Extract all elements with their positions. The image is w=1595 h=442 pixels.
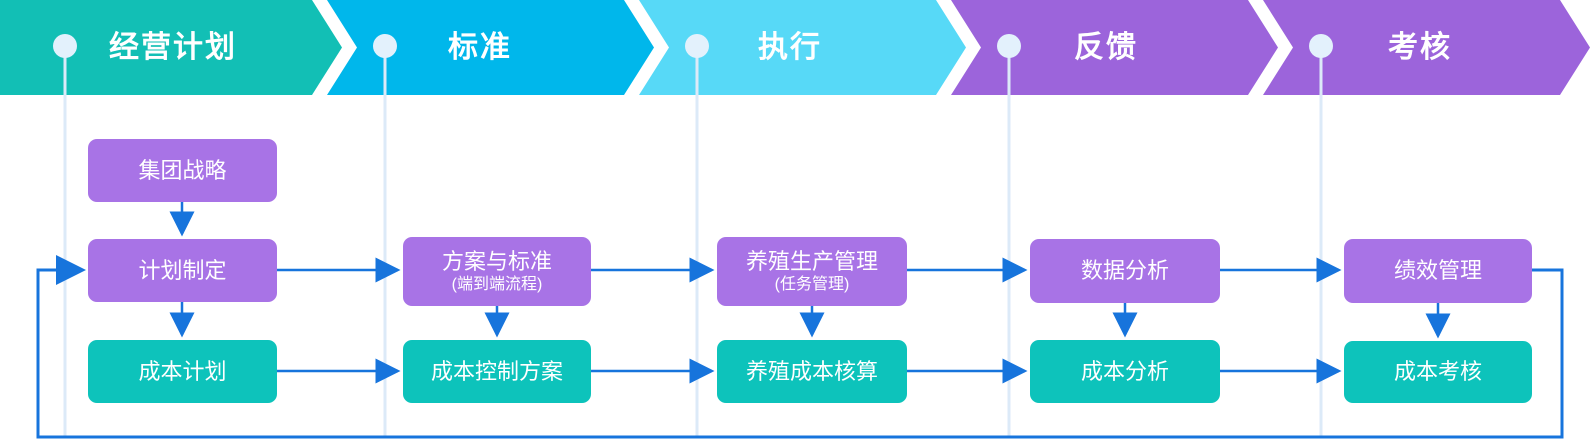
node-plan-formulation: 计划制定 xyxy=(88,239,277,302)
stage-dot-icon xyxy=(685,34,709,58)
stage-shape-standard xyxy=(327,0,654,95)
stage-shape-execution xyxy=(639,0,966,95)
node-cost-plan: 成本计划 xyxy=(88,340,277,403)
connector-feedback-loop xyxy=(36,255,1564,439)
stage-dot-icon xyxy=(53,34,77,58)
stage-label-standard: 标准 xyxy=(448,31,512,64)
node-label: 养殖生产管理 xyxy=(745,249,878,274)
node-label: 养殖成本核算 xyxy=(745,358,878,384)
node-sublabel: (任务管理) xyxy=(774,276,850,293)
node-label: 绩效管理 xyxy=(1393,258,1482,283)
node-group-strategy: 集团战略 xyxy=(88,139,277,202)
node-breeding-production-management: 养殖生产管理 (任务管理) xyxy=(717,237,907,306)
stage-label-feedback: 反馈 xyxy=(1074,31,1138,64)
node-cost-analysis: 成本分析 xyxy=(1030,340,1220,403)
node-label: 成本计划 xyxy=(138,358,227,384)
stage-label-business-plan: 经营计划 xyxy=(109,30,237,64)
node-cost-assessment: 成本考核 xyxy=(1344,341,1532,403)
node-label: 成本控制方案 xyxy=(430,358,563,384)
stage-dot-icon xyxy=(997,34,1021,58)
node-plan-and-standard: 方案与标准 (端到端流程) xyxy=(403,237,591,306)
stage-shape-feedback xyxy=(951,0,1278,95)
node-label: 集团战略 xyxy=(138,157,227,183)
node-label: 成本考核 xyxy=(1393,359,1482,384)
stage-dot-icon xyxy=(373,34,397,58)
stage-shape-assessment xyxy=(1263,0,1590,95)
node-label: 方案与标准 xyxy=(441,249,552,274)
node-performance-management: 绩效管理 xyxy=(1344,239,1532,303)
stage-shape-business-plan xyxy=(0,0,342,95)
node-data-analysis: 数据分析 xyxy=(1030,239,1220,303)
node-label: 计划制定 xyxy=(138,257,227,283)
stage-label-execution: 执行 xyxy=(758,31,822,64)
stage-label-assessment: 考核 xyxy=(1388,31,1452,64)
node-cost-control-plan: 成本控制方案 xyxy=(403,340,591,403)
node-label: 数据分析 xyxy=(1080,258,1169,283)
node-sublabel: (端到端流程) xyxy=(451,276,543,293)
node-label: 成本分析 xyxy=(1080,358,1169,384)
stage-dot-icon xyxy=(1309,34,1333,58)
node-breeding-cost-accounting: 养殖成本核算 xyxy=(717,340,907,403)
